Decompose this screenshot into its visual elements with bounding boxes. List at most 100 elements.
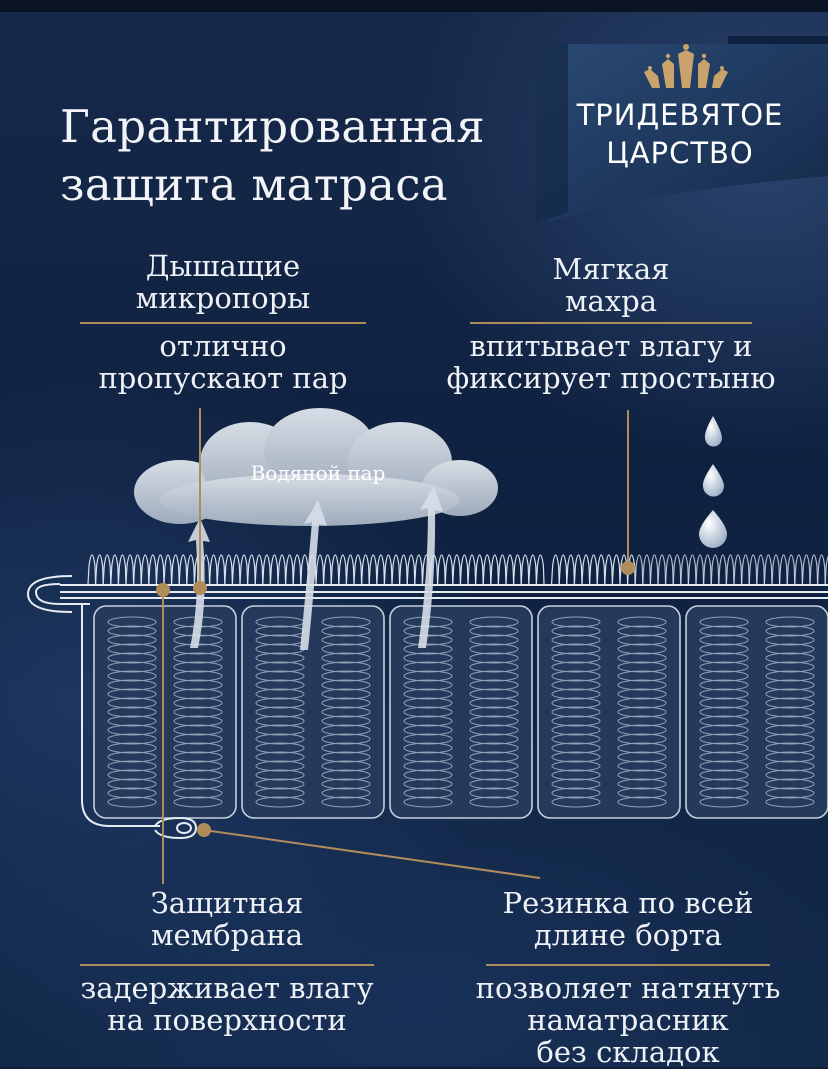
spring-coil [617,661,667,673]
spring-block [537,605,681,819]
elastic-description: позволяет натянуть наматрасник без склад… [475,971,781,1069]
terry-loop [611,554,621,585]
spring-coil [403,760,453,772]
spring-coil [699,679,749,691]
terry-loop [186,554,195,585]
spring-coil [173,670,223,682]
terry-loop [292,554,302,585]
spring-coil [617,688,667,700]
terry-loop [809,554,819,585]
spring-coil [765,652,815,664]
spring-coil [469,625,519,637]
spring-coil [617,769,667,781]
spring-coil [765,787,815,799]
spring-coil [617,625,667,637]
spring-coil [699,787,749,799]
spring-coil [173,679,223,691]
elastic-heading: Резинка по всей длине борта [502,886,754,952]
terry-loop [703,554,712,585]
spring-coil [551,760,601,772]
spring-coil [469,787,519,799]
spring-coil [255,778,305,790]
spring-coil [403,724,453,736]
brand-logo: ТРИДЕВЯТОЕ ЦАРСТВО [545,96,815,172]
spring-coil [765,688,815,700]
spring-coil [765,796,815,808]
membrane-description: задерживает влагу на поверхности [80,971,374,1037]
spring-coil [699,661,749,673]
spring-coil [321,751,371,763]
spring-coil [321,661,371,673]
spring-coil [699,769,749,781]
pointer-lines [156,408,635,884]
spring-coil [321,724,371,736]
spring-coil [107,634,157,646]
elastic-band [154,816,198,840]
spring-block [93,605,237,819]
spring-coil [173,769,223,781]
terry-loop [224,554,233,585]
elastic-divider [486,964,770,966]
spring-coil [765,706,815,718]
terry-loop [665,554,674,585]
terry-loop [794,554,803,585]
spring-coil [321,760,371,772]
terry-loop [756,554,765,585]
spring-coil [403,787,453,799]
terry-loop [497,554,507,585]
spring-coil [255,661,305,673]
spring-coil [107,670,157,682]
brand-line-2: ЦАРСТВО [606,136,754,170]
spring-coil [469,670,519,682]
terry-loop [513,554,522,585]
terry-loop [383,554,393,585]
terry-loop [535,554,545,585]
spring-coil [321,787,371,799]
spring-coil [403,697,453,709]
spring-coil [107,724,157,736]
spring-coil [617,733,667,745]
terry-loop [505,554,515,585]
spring-coil [469,652,519,664]
terry-loop [741,554,750,585]
spring-coil [403,706,453,718]
spring-coil [469,715,519,727]
spring-coil [469,679,519,691]
terry-loop [695,554,705,585]
terry-loop [779,554,788,585]
terry-loop [315,554,325,585]
terry-loop [551,554,560,585]
brand-line-1: ТРИДЕВЯТОЕ [576,98,784,132]
spring-coil [765,670,815,682]
terry-loop [148,554,157,585]
spring-coil [173,787,223,799]
spring-coil [469,769,519,781]
spring-coil [699,670,749,682]
spring-coil [255,706,305,718]
terry-loop [634,554,644,585]
spring-coil [469,643,519,655]
spring-coil [321,796,371,808]
terry-loop [406,554,416,585]
terry-loop [710,554,720,585]
micropores-heading: Дышащие микропоры [135,249,311,315]
water-drop-icon [699,416,727,548]
spring-coil [551,679,601,691]
spring-coil [321,778,371,790]
spring-blocks [93,605,828,819]
spring-coil [617,724,667,736]
spring-coil [173,778,223,790]
terry-loop [178,554,188,585]
membrane-divider [80,964,374,966]
terry-loop [254,554,264,585]
spring-coil [765,778,815,790]
spring-coil [765,724,815,736]
spring-coil [173,760,223,772]
spring-coil [551,733,601,745]
spring-coil [551,625,601,637]
terry-loop [642,554,651,585]
spring-coil [107,706,157,718]
spring-coil [403,688,453,700]
spring-coil [107,742,157,754]
spring-coil [255,679,305,691]
